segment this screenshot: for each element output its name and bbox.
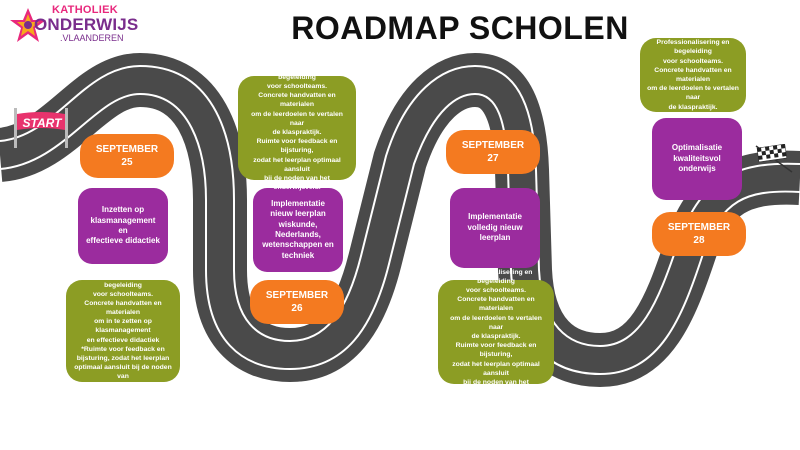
goal-implementatie-volledig-leerplan: Implementatie volledig nieuw leerplan <box>450 188 540 268</box>
support-text: Professionalisering en begeleiding voor … <box>74 272 172 390</box>
support-text: Professionalisering en begeleiding voor … <box>251 64 343 192</box>
support-box-2: Professionalisering en begeleiding voor … <box>238 65 356 191</box>
milestone-label: SEPTEMBER 28 <box>667 222 731 246</box>
logo-text-vlaanderen: .VLAANDEREN <box>60 33 124 43</box>
goal-text: Optimalisatie kwaliteitsvol onderwijs <box>671 143 723 174</box>
checkered-flag-icon <box>755 144 793 173</box>
milestone-september-27: SEPTEMBER 27 <box>446 130 540 174</box>
milestone-label: SEPTEMBER 26 <box>265 290 329 314</box>
road-surface <box>0 52 800 388</box>
katholiek-onderwijs-logo: KATHOLIEK ONDERWIJS .VLAANDEREN <box>8 2 138 50</box>
milestone-september-25: SEPTEMBER 25 <box>80 134 174 178</box>
support-text: Professionalisering en begeleiding voor … <box>647 39 739 111</box>
milestone-label: SEPTEMBER 27 <box>461 140 525 164</box>
road-lane-white-1 <box>0 64 800 348</box>
support-box-1: Professionalisering en begeleiding voor … <box>66 272 180 389</box>
goal-optimalisatie-onderwijs: Optimalisatie kwaliteitsvol onderwijs <box>652 118 742 200</box>
support-box-4: Professionalisering en begeleiding voor … <box>640 38 746 112</box>
goal-text: Implementatie nieuw leerplan wiskunde, N… <box>262 198 334 260</box>
support-box-3: Professionalisering en begeleiding voor … <box>438 269 554 395</box>
road-lane-white-2 <box>0 92 800 376</box>
milestone-september-28: SEPTEMBER 28 <box>652 212 746 256</box>
logo-text-onderwijs: ONDERWIJS <box>34 15 139 34</box>
star-logo-icon <box>10 8 46 42</box>
goal-implementatie-leerplan-wiskunde: Implementatie nieuw leerplan wiskunde, N… <box>253 188 343 272</box>
milestone-september-26: SEPTEMBER 26 <box>250 280 344 324</box>
goal-text: Implementatie volledig nieuw leerplan <box>467 212 523 243</box>
start-sign-icon <box>14 108 68 148</box>
milestone-label: SEPTEMBER 25 <box>95 144 159 168</box>
support-text: Professionalisering en begeleiding voor … <box>450 268 542 396</box>
page-title: ROADMAP SCHOLEN <box>291 10 629 46</box>
goal-text: Inzetten op klasmanagement en effectieve… <box>86 205 160 246</box>
goal-klasmanagement: Inzetten op klasmanagement en effectieve… <box>78 188 168 264</box>
start-label: START <box>22 116 62 130</box>
logo-text-katholiek: KATHOLIEK <box>52 4 119 16</box>
